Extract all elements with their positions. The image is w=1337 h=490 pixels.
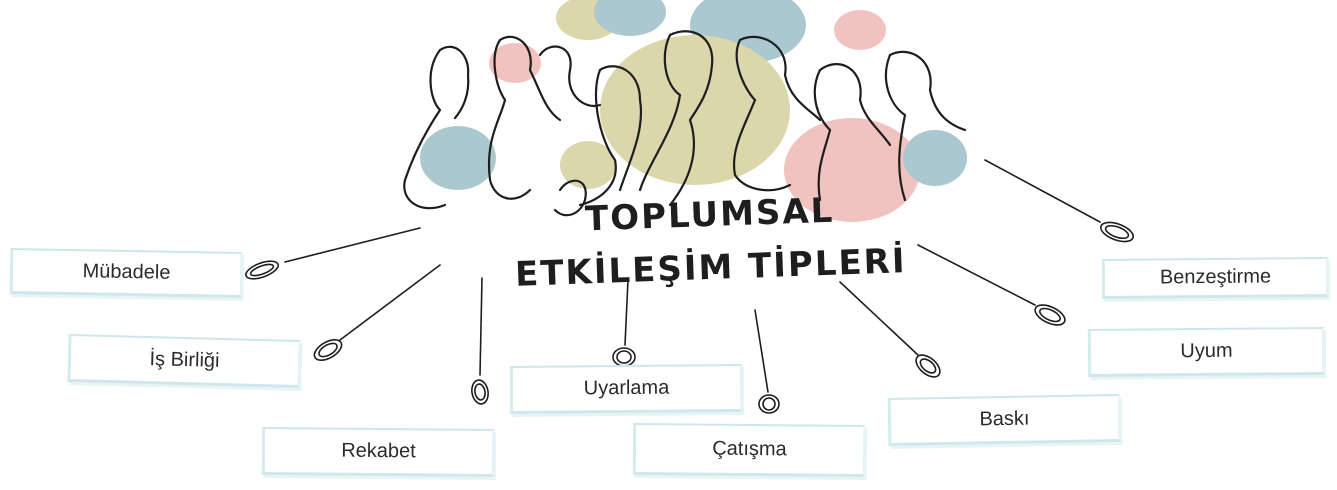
label-uyarlama: Uyarlama xyxy=(509,363,743,415)
people-silhouettes xyxy=(403,30,967,217)
speech-bubble-blue-top xyxy=(594,0,666,36)
label-benzestirme: Benzeştirme xyxy=(1101,257,1329,299)
ring-icon xyxy=(758,394,780,414)
ring-icon xyxy=(915,354,941,378)
ring-icon xyxy=(471,379,489,405)
speech-bubbles xyxy=(420,0,967,222)
ring-icon xyxy=(612,347,636,367)
ring-icon xyxy=(313,338,343,362)
ring-icon xyxy=(245,260,279,280)
speech-bubble-olive-mid xyxy=(560,141,616,189)
speech-bubble-pink-small xyxy=(834,10,886,50)
label-is-birligi: İş Birliği xyxy=(67,333,301,389)
speech-bubble-blue-left xyxy=(420,126,496,190)
speech-bubble-pink-large xyxy=(784,118,920,222)
speech-bubble-olive-large xyxy=(600,35,790,185)
connector-lines xyxy=(284,159,1101,393)
connector-uyum xyxy=(917,244,1036,306)
label-catisma: Çatışma xyxy=(632,422,866,478)
connector-mubadele xyxy=(284,227,421,263)
label-mubadele: Mübadele xyxy=(9,247,243,299)
ring-icon xyxy=(1099,221,1135,243)
connector-rings xyxy=(245,221,1135,414)
speech-bubble-blue-right xyxy=(903,130,967,186)
connector-catisma xyxy=(754,309,769,393)
ring-icon xyxy=(1034,304,1066,326)
connector-uyarlama xyxy=(624,279,629,346)
connector-rekabet xyxy=(479,277,483,376)
label-rekabet: Rekabet xyxy=(261,426,495,478)
label-uyum: Uyum xyxy=(1087,326,1325,378)
label-baski: Baskı xyxy=(887,393,1121,447)
speech-bubble-pink-left xyxy=(489,43,541,83)
connector-baski xyxy=(839,281,919,356)
connector-benzestirme xyxy=(984,159,1101,223)
connector-is-birligi xyxy=(339,264,441,341)
